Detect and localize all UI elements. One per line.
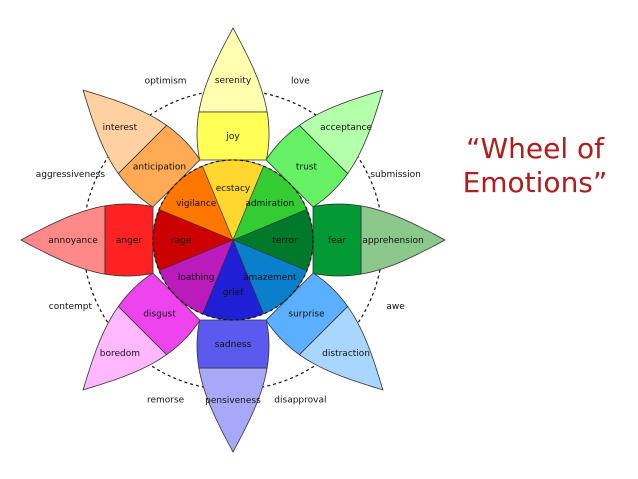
middle-dashed-ring <box>152 159 314 321</box>
petal-joy <box>196 27 270 161</box>
dyad-love: love <box>291 77 310 87</box>
petal-trust-level-1 <box>265 124 349 208</box>
core-sadness <box>201 239 265 321</box>
diagram-title: “Wheel of Emotions” <box>440 132 630 200</box>
petal-fear-level-1 <box>312 203 362 277</box>
dyad-awe: awe <box>386 302 405 312</box>
petal-surprise <box>265 272 384 391</box>
label-admiration: admiration <box>245 199 294 209</box>
title-line-2: Emotions” <box>462 166 608 199</box>
label-annoyance: annoyance <box>48 236 98 246</box>
label-joy: joy <box>225 132 240 142</box>
petal-anticipation-level-1 <box>117 124 201 208</box>
core-joy <box>201 159 265 241</box>
petal-disgust-level-1 <box>117 272 201 356</box>
petal-trust <box>265 89 384 208</box>
dyad-aggressiveness: aggressiveness <box>36 170 106 180</box>
label-terror: terror <box>272 236 298 246</box>
petal-fear <box>312 203 446 277</box>
label-distraction: distraction <box>322 349 370 359</box>
label-acceptance: acceptance <box>320 123 372 133</box>
petal-sadness-level-2 <box>198 367 268 453</box>
label-boredom: boredom <box>100 349 140 359</box>
label-pensiveness: pensiveness <box>205 396 261 406</box>
dyad-contempt: contempt <box>49 302 93 312</box>
label-disgust: disgust <box>143 310 176 320</box>
petal-sadness-level-1 <box>196 319 270 369</box>
label-apprehension: apprehension <box>362 236 423 246</box>
label-grief: grief <box>223 288 244 298</box>
label-anticipation: anticipation <box>133 163 186 173</box>
label-anger: anger <box>116 236 142 246</box>
petal-anticipation <box>82 89 201 208</box>
label-serenity: serenity <box>215 76 252 86</box>
label-rage: rage <box>171 236 192 246</box>
petal-anger-level-1 <box>104 203 154 277</box>
petal-fear-level-2 <box>360 205 446 275</box>
title-line-1: “Wheel of <box>465 132 605 165</box>
petal-anticipation-level-2 <box>82 89 168 175</box>
label-amazement: amazement <box>243 273 297 283</box>
petal-sadness <box>196 319 270 453</box>
label-interest: interest <box>103 123 138 133</box>
core-anger <box>152 208 234 272</box>
petal-surprise-level-1 <box>265 272 349 356</box>
dyad-optimism: optimism <box>145 77 187 87</box>
label-trust: trust <box>296 163 318 173</box>
label-fear: fear <box>328 236 346 246</box>
dyad-disapproval: disapproval <box>274 395 326 405</box>
label-loathing: loathing <box>178 273 215 283</box>
petal-joy-level-2 <box>198 27 268 113</box>
label-vigilance: vigilance <box>176 199 217 209</box>
label-sadness: sadness <box>215 340 252 350</box>
label-ecstacy: ecstacy <box>216 184 251 194</box>
petal-surprise-level-2 <box>298 305 384 391</box>
dyad-submission: submission <box>370 170 420 180</box>
petal-disgust <box>82 272 201 391</box>
petal-anger-level-2 <box>20 205 106 275</box>
petal-anger <box>20 203 154 277</box>
petal-disgust-level-2 <box>82 305 168 391</box>
petal-joy-level-1 <box>196 111 270 161</box>
label-surprise: surprise <box>288 310 325 320</box>
petal-trust-level-2 <box>298 89 384 175</box>
dyad-remorse: remorse <box>147 395 185 405</box>
